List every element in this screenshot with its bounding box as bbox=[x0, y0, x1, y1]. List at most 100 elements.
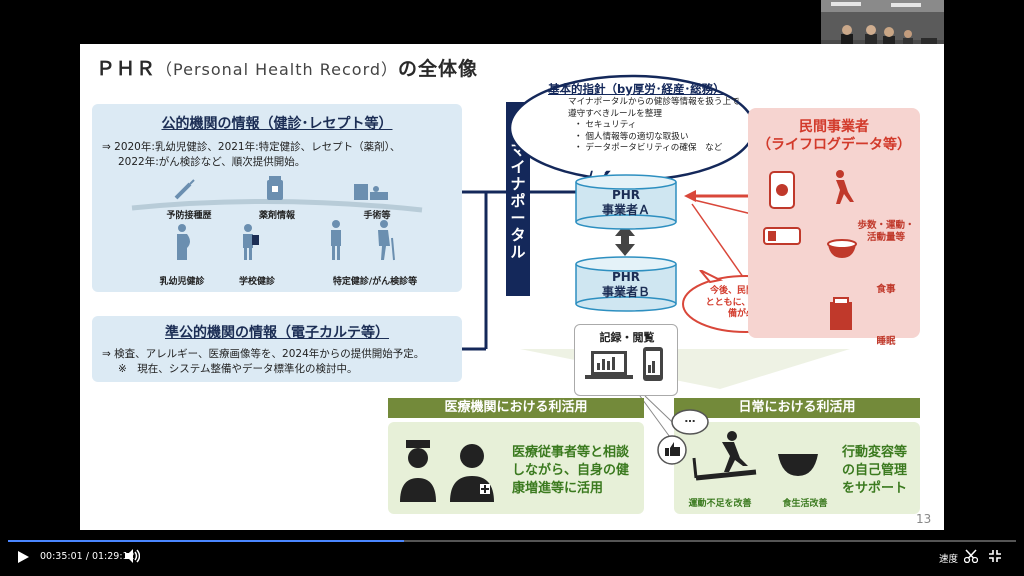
public-icons-art bbox=[131, 176, 423, 261]
pregnant-woman-icon bbox=[177, 224, 190, 260]
label-school-checkup: 学校健診 bbox=[238, 277, 275, 287]
public-line-1: ⇒ 2020年:乳幼児健診、2021年:特定健診、レセプト（薬剤）、 bbox=[102, 141, 401, 153]
guideline-line: 遵守すべきルールを整理 bbox=[568, 108, 662, 119]
current-time: 00:35:01 bbox=[40, 551, 83, 562]
speech-bubbles-art bbox=[657, 409, 709, 465]
adult-icon bbox=[331, 220, 341, 260]
phr-a-line-2: 事業者Ａ bbox=[601, 203, 650, 217]
student-icon bbox=[243, 224, 259, 260]
label-diet: 食生活改善 bbox=[782, 499, 828, 509]
phone-icon bbox=[643, 347, 663, 381]
nurse-icon bbox=[400, 440, 436, 502]
phr-b-label: PHR 事業者Ｂ bbox=[574, 270, 678, 300]
wristband-icon bbox=[763, 227, 801, 245]
phr-a-cylinder bbox=[575, 174, 677, 230]
bowl-icon bbox=[778, 454, 818, 476]
phr-b-line-2: 事業者Ｂ bbox=[601, 285, 650, 299]
phr-b-line-1: PHR bbox=[611, 270, 641, 284]
phr-a-label: PHR 事業者Ａ bbox=[574, 188, 678, 218]
doctor-icon bbox=[450, 444, 494, 502]
phr-b-cylinder bbox=[575, 256, 677, 312]
rule-line: とともに、ルール整 bbox=[705, 297, 787, 308]
private-icons-art bbox=[763, 170, 857, 330]
laptop-icon bbox=[585, 351, 633, 379]
meal-icon bbox=[827, 239, 857, 258]
guideline-line: ・ 個人情報等の適切な取扱い bbox=[574, 131, 689, 142]
play-button[interactable] bbox=[16, 549, 30, 563]
public-line-2: 2022年:がん検診など、順次提供開始。 bbox=[118, 156, 306, 168]
rule-bubble-text: 今後、民間事業者 とともに、ルール整 備が必要 bbox=[690, 286, 802, 321]
label-exercise: 運動不足を改善 bbox=[688, 499, 752, 509]
guideline-line: マイナポータルからの健診等情報を扱う上で bbox=[568, 97, 740, 107]
medical-usage-panel: 医療従事者等と相談 しながら、自身の健 康増進等に活用 bbox=[388, 422, 644, 514]
thumbs-up-icon bbox=[665, 442, 680, 456]
video-controls: 00:35:01 / 01:29:12 速度 bbox=[8, 537, 1016, 573]
guideline-line: ・ データポータビリティの確保 など bbox=[574, 143, 723, 154]
medicine-icon bbox=[267, 176, 283, 200]
running-icon bbox=[836, 170, 854, 204]
sleep-icon bbox=[830, 297, 852, 330]
hospital-icon bbox=[354, 184, 388, 200]
guideline-line: ・ セキュリティ bbox=[574, 120, 637, 131]
progress-track[interactable] bbox=[8, 540, 1016, 542]
daily-usage-text: 行動変容等 の自己管理 をサポート bbox=[842, 444, 907, 499]
private-heading-2: （ライフログデータ等） bbox=[757, 137, 911, 153]
title-suffix: の全体像 bbox=[398, 58, 479, 80]
medical-staff-art bbox=[400, 440, 494, 502]
scissors-icon bbox=[963, 549, 979, 564]
medical-usage-text: 医療従事者等と相談 しながら、自身の健 康増進等に活用 bbox=[512, 444, 629, 499]
label-meal: 食事 bbox=[876, 284, 896, 295]
label-vaccination: 予防接種歴 bbox=[166, 211, 212, 221]
title-english: （Personal Health Record） bbox=[156, 60, 399, 79]
daily-usage-heading: 日常における利活用 bbox=[674, 398, 920, 418]
devices-art bbox=[585, 347, 663, 381]
mynaportal-label: マイナポータル bbox=[510, 141, 526, 261]
volume-button[interactable] bbox=[124, 548, 141, 564]
elderly-icon bbox=[378, 220, 395, 261]
medical-line: 医療従事者等と相談 bbox=[512, 445, 630, 460]
label-sleep: 睡眠 bbox=[876, 336, 896, 347]
page-number: 13 bbox=[916, 512, 932, 526]
progress-fill bbox=[8, 540, 404, 542]
speech-dots: … bbox=[684, 412, 696, 425]
label-specific-checkup: 特定健診/がん検診等 bbox=[332, 277, 418, 287]
medical-usage-heading: 医療機関における利活用 bbox=[388, 398, 644, 418]
fullscreen-exit-button[interactable] bbox=[988, 548, 1002, 562]
public-info-panel: 公的機関の情報（健診･レセプト等） ⇒ 2020年:乳幼児健診、2021年:特定… bbox=[92, 104, 462, 292]
time-separator: / bbox=[85, 551, 89, 562]
speaker-icon bbox=[125, 549, 141, 563]
semi-line-1: ⇒ 検査、アレルギー、医療画像等を、2024年からの提供開始予定。 bbox=[102, 348, 425, 360]
play-icon bbox=[18, 551, 29, 563]
phr-a-line-1: PHR bbox=[611, 188, 641, 202]
time-display: 00:35:01 / 01:29:12 bbox=[40, 551, 135, 562]
duration: 01:29:12 bbox=[91, 551, 135, 562]
smartphone-icon bbox=[769, 171, 795, 209]
daily-line: 行動変容等 bbox=[842, 445, 908, 460]
semi-heading: 準公的機関の情報（電子カルテ等） bbox=[165, 325, 389, 341]
rule-line: 備が必要 bbox=[727, 309, 764, 320]
daily-usage-panel: 運動不足を改善 食生活改善 行動変容等 の自己管理 をサポート bbox=[674, 422, 920, 514]
presentation-slide: ＰＨＲ（Personal Health Record）の全体像 公的機関の情報（… bbox=[80, 44, 944, 530]
slide-title: ＰＨＲ（Personal Health Record）の全体像 bbox=[96, 54, 478, 81]
public-heading: 公的機関の情報（健診･レセプト等） bbox=[161, 116, 393, 132]
syringe-icon bbox=[174, 179, 195, 200]
rule-line: 今後、民間事業者 bbox=[709, 286, 782, 296]
medical-line: 康増進等に活用 bbox=[512, 481, 604, 497]
semi-line-2: ※ 現在、システム整備やデータ標準化の検討中。 bbox=[118, 363, 358, 375]
daily-line: の自己管理 bbox=[842, 463, 908, 479]
semi-public-info-panel: 準公的機関の情報（電子カルテ等） ⇒ 検査、アレルギー、医療画像等を、2024年… bbox=[92, 316, 462, 382]
label-activity: 歩数・運動・ 活動量等 bbox=[857, 220, 915, 244]
title-main: ＰＨＲ bbox=[96, 58, 157, 80]
guideline-title: 基本的指針（by厚労･経産･総務） bbox=[548, 82, 725, 96]
speed-button[interactable]: 速度 bbox=[939, 554, 959, 565]
medical-line: しながら、自身の健 bbox=[512, 463, 630, 479]
label-infant-checkup: 乳幼児健診 bbox=[159, 277, 205, 287]
record-view-box: 記録・閲覧 bbox=[574, 324, 678, 396]
treadmill-icon bbox=[692, 431, 757, 481]
crop-button[interactable] bbox=[963, 548, 979, 564]
record-view-label: 記録・閲覧 bbox=[599, 331, 655, 344]
daily-icons-art bbox=[692, 431, 818, 481]
private-sector-panel: 民間事業者 （ライフログデータ等） bbox=[748, 108, 920, 347]
daily-line: をサポート bbox=[842, 481, 908, 497]
